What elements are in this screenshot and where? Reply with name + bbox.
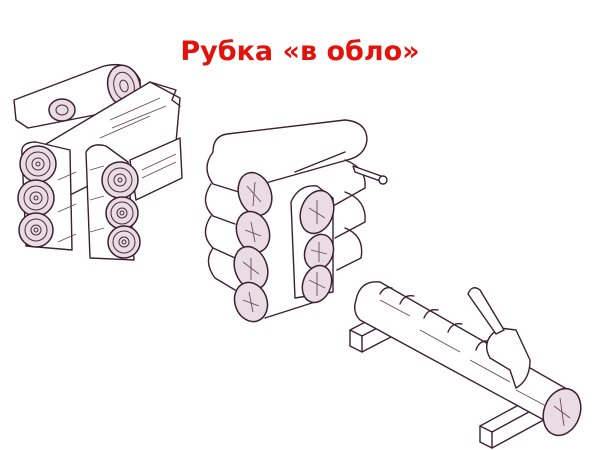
slide-title: Рубка «в обло» [180,36,420,67]
log-corner-schematic-illustration [204,119,388,323]
log-corner-assembled-illustration [13,63,183,261]
log-on-supports-with-axe-illustration [349,281,582,449]
